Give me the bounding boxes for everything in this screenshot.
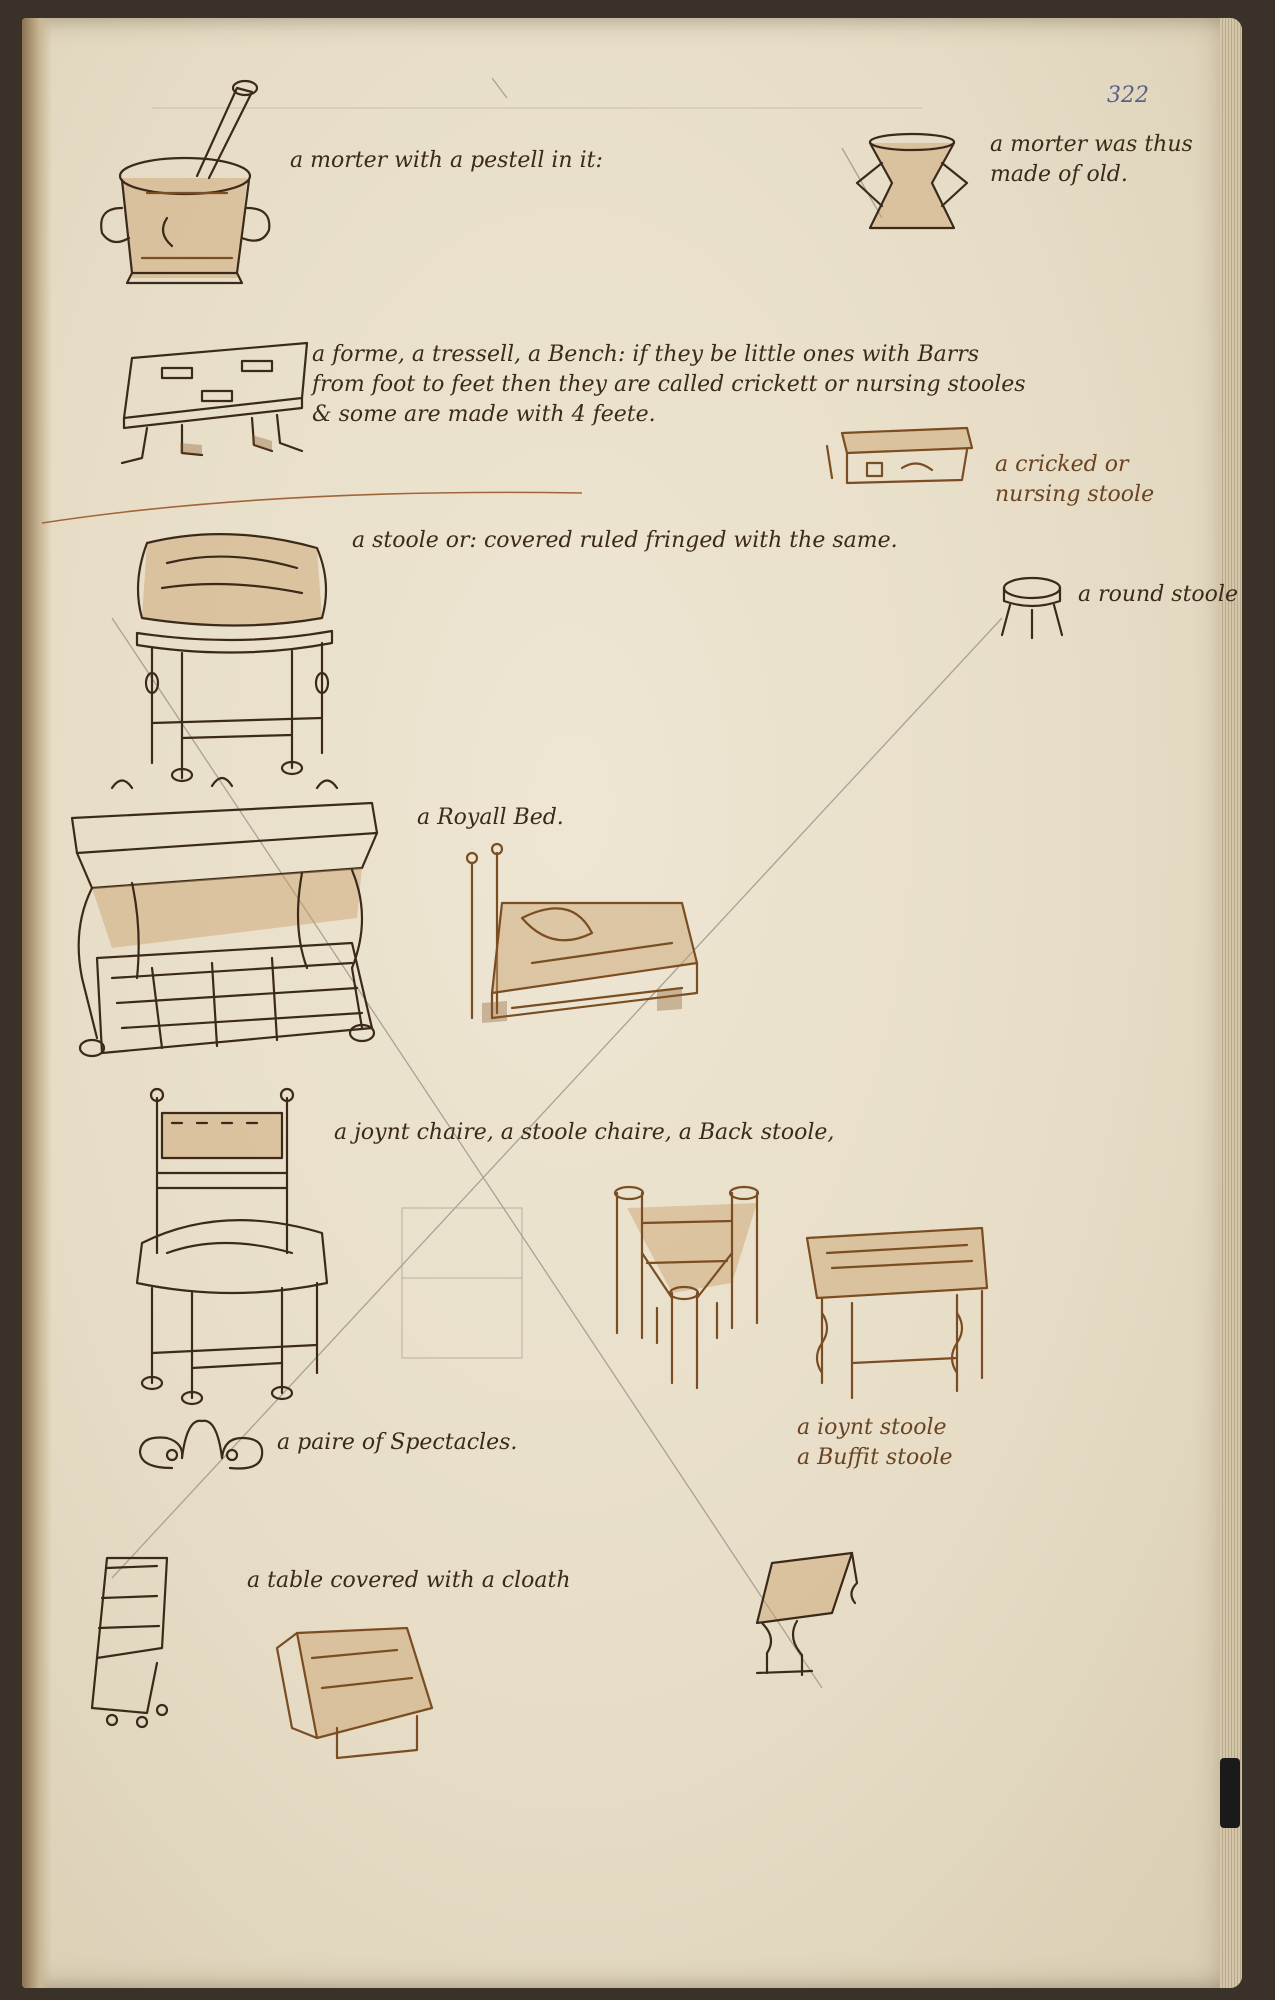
small-table-drawing	[755, 1551, 859, 1677]
spectacles-drawing	[138, 1419, 264, 1470]
pencil-guide-lines	[41, 77, 1003, 1689]
caption-forme-bench: a forme, a tressell, a Bench: if they be…	[312, 342, 1026, 427]
manuscript-page: 322 a morter with a pestell in it: a mor…	[22, 18, 1242, 1988]
binding-gutter	[22, 18, 52, 1988]
caption-covered-stool: a stoole or: covered ruled fringed with …	[352, 528, 898, 553]
covered-stool-drawing	[135, 533, 334, 783]
caption-mortar-pestle: a morter with a pestell in it:	[290, 148, 603, 173]
caption-table: a table covered with a cloath	[247, 1568, 571, 1593]
stool-chair-drawing	[613, 1185, 760, 1390]
caption-royal-bed: a Royall Bed.	[417, 805, 564, 830]
round-stool-drawing	[1000, 576, 1064, 640]
caption-old-mortar: a morter was thus made of old.	[990, 132, 1193, 187]
joint-chair-drawing	[135, 1087, 329, 1406]
covered-table-drawing	[90, 1556, 434, 1760]
caption-joint-stool: a ioynt stoole a Buffit stoole	[797, 1415, 953, 1470]
caption-round-stool: a round stoole	[1078, 582, 1238, 607]
caption-spectacles: a paire of Spectacles.	[277, 1430, 518, 1455]
forme-bench-drawing	[120, 341, 309, 465]
mortar-with-pestle-drawing	[100, 79, 271, 285]
binding-clip	[1220, 1758, 1240, 1828]
cricket-stool-drawing	[825, 426, 974, 485]
folio-number: 322	[1107, 83, 1149, 108]
small-bed-drawing	[465, 842, 699, 1023]
caption-cricket-stool: a cricked or nursing stoole	[995, 452, 1155, 507]
royal-bed-canopy-drawing	[70, 776, 379, 1058]
page-edges	[1220, 18, 1242, 1988]
joint-stool-drawing	[805, 1226, 989, 1400]
old-mortar-drawing	[855, 132, 969, 230]
caption-chairs: a joynt chaire, a stoole chaire, a Back …	[334, 1120, 835, 1145]
